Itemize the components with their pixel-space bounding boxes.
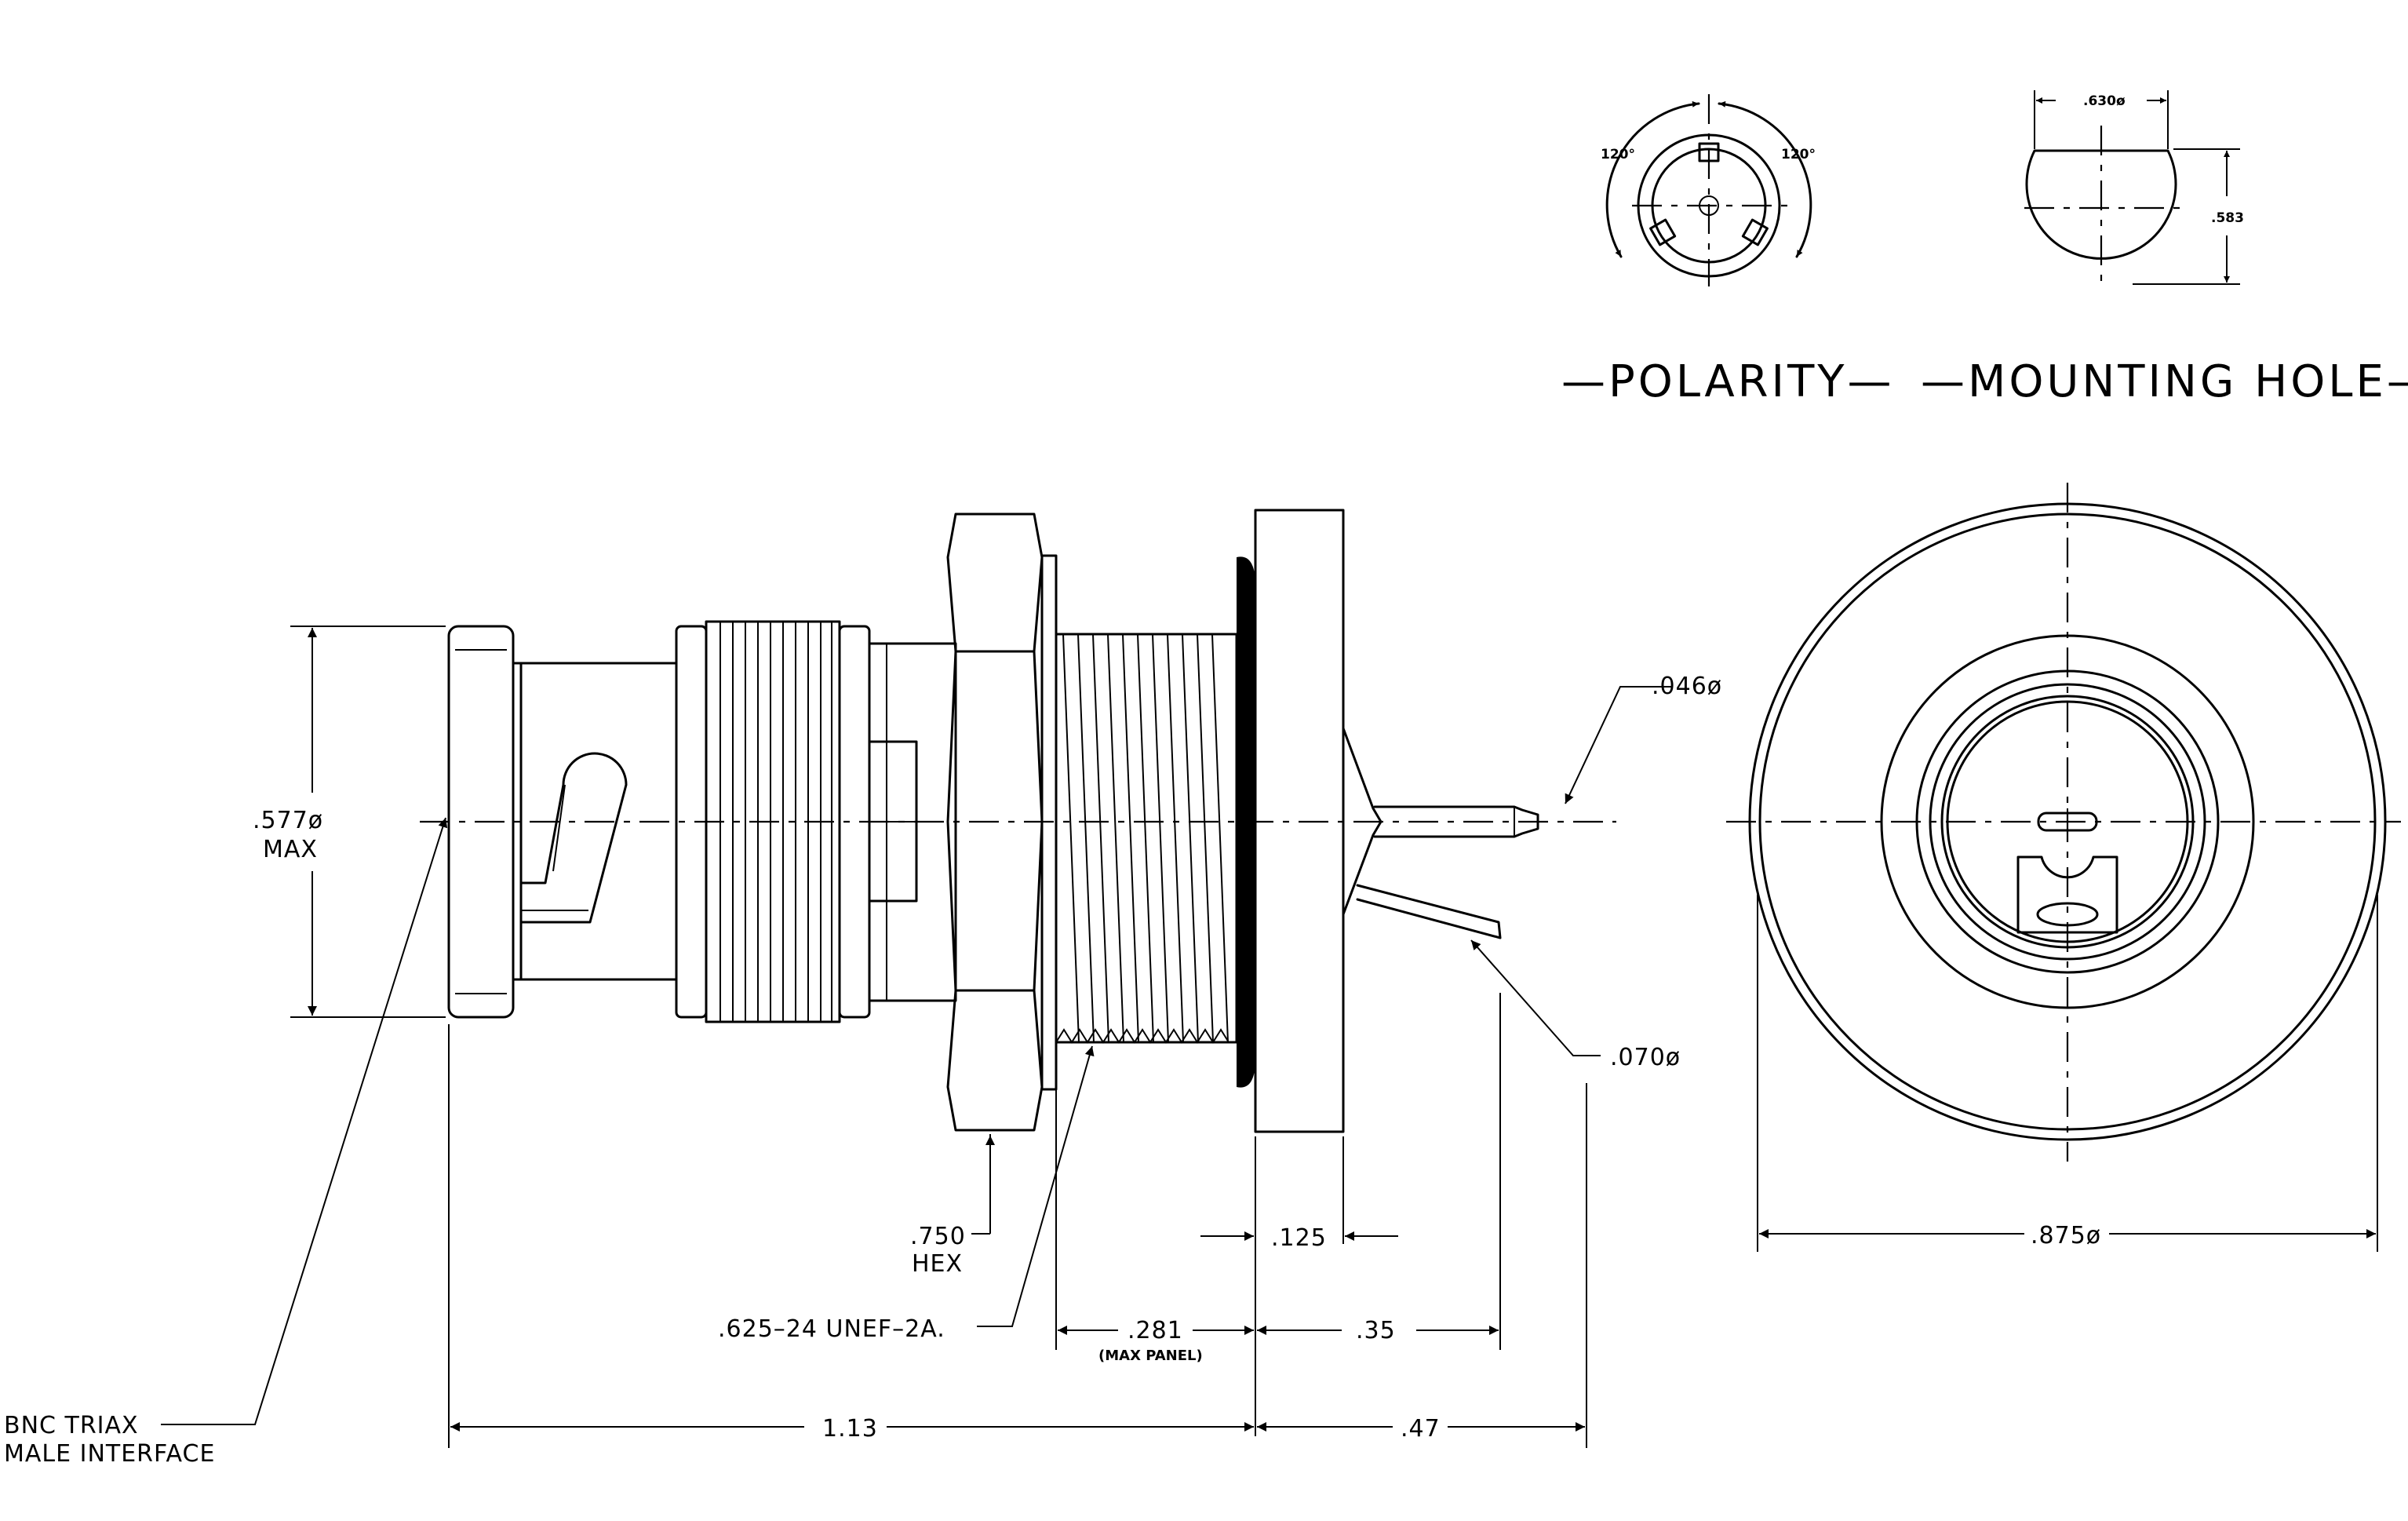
overall-length-rear: .47 <box>1401 1415 1441 1443</box>
body-diameter-note: MAX <box>263 836 318 863</box>
hex-value: .750 <box>910 1223 966 1250</box>
panel-thickness-value: .281 <box>1127 1317 1183 1344</box>
mounting-hole-width: .630ø <box>2083 93 2126 109</box>
lead-length: .35 <box>1356 1317 1396 1344</box>
thread-spec: .625–24 UNEF–2A. <box>718 1315 945 1343</box>
mounting-hole-view: .630ø .583 <box>2024 90 2244 286</box>
polarity-title: —POLARITY— <box>1561 356 1894 407</box>
interface-label-line1: BNC TRIAX <box>4 1412 139 1439</box>
polarity-view: 120° 120° <box>1601 94 1816 286</box>
body-diameter-value: .577ø <box>253 807 323 834</box>
dimension-lines <box>161 626 2378 1448</box>
mounting-hole-height: .583 <box>2211 210 2244 226</box>
polarity-angle-right: 120° <box>1781 147 1816 162</box>
connector-side-view <box>420 509 1616 1133</box>
mounting-hole-title: —MOUNTING HOLE— <box>1921 356 2408 407</box>
flange-diameter: .875ø <box>2031 1222 2101 1249</box>
overall-length-main: 1.13 <box>822 1415 878 1443</box>
flange-thickness: .125 <box>1271 1224 1327 1252</box>
panel-thickness-note: (MAX PANEL) <box>1098 1348 1203 1364</box>
knurl-lines <box>719 622 832 1022</box>
lead-diameter: .070ø <box>1610 1044 1681 1071</box>
hex-note: HEX <box>912 1250 963 1278</box>
polarity-angle-left: 120° <box>1601 147 1635 162</box>
interface-label-line2: MALE INTERFACE <box>4 1440 215 1468</box>
pin-diameter: .046ø <box>1652 673 1722 700</box>
connector-front-view <box>1726 483 2401 1162</box>
thread-lines <box>1062 633 1229 1043</box>
